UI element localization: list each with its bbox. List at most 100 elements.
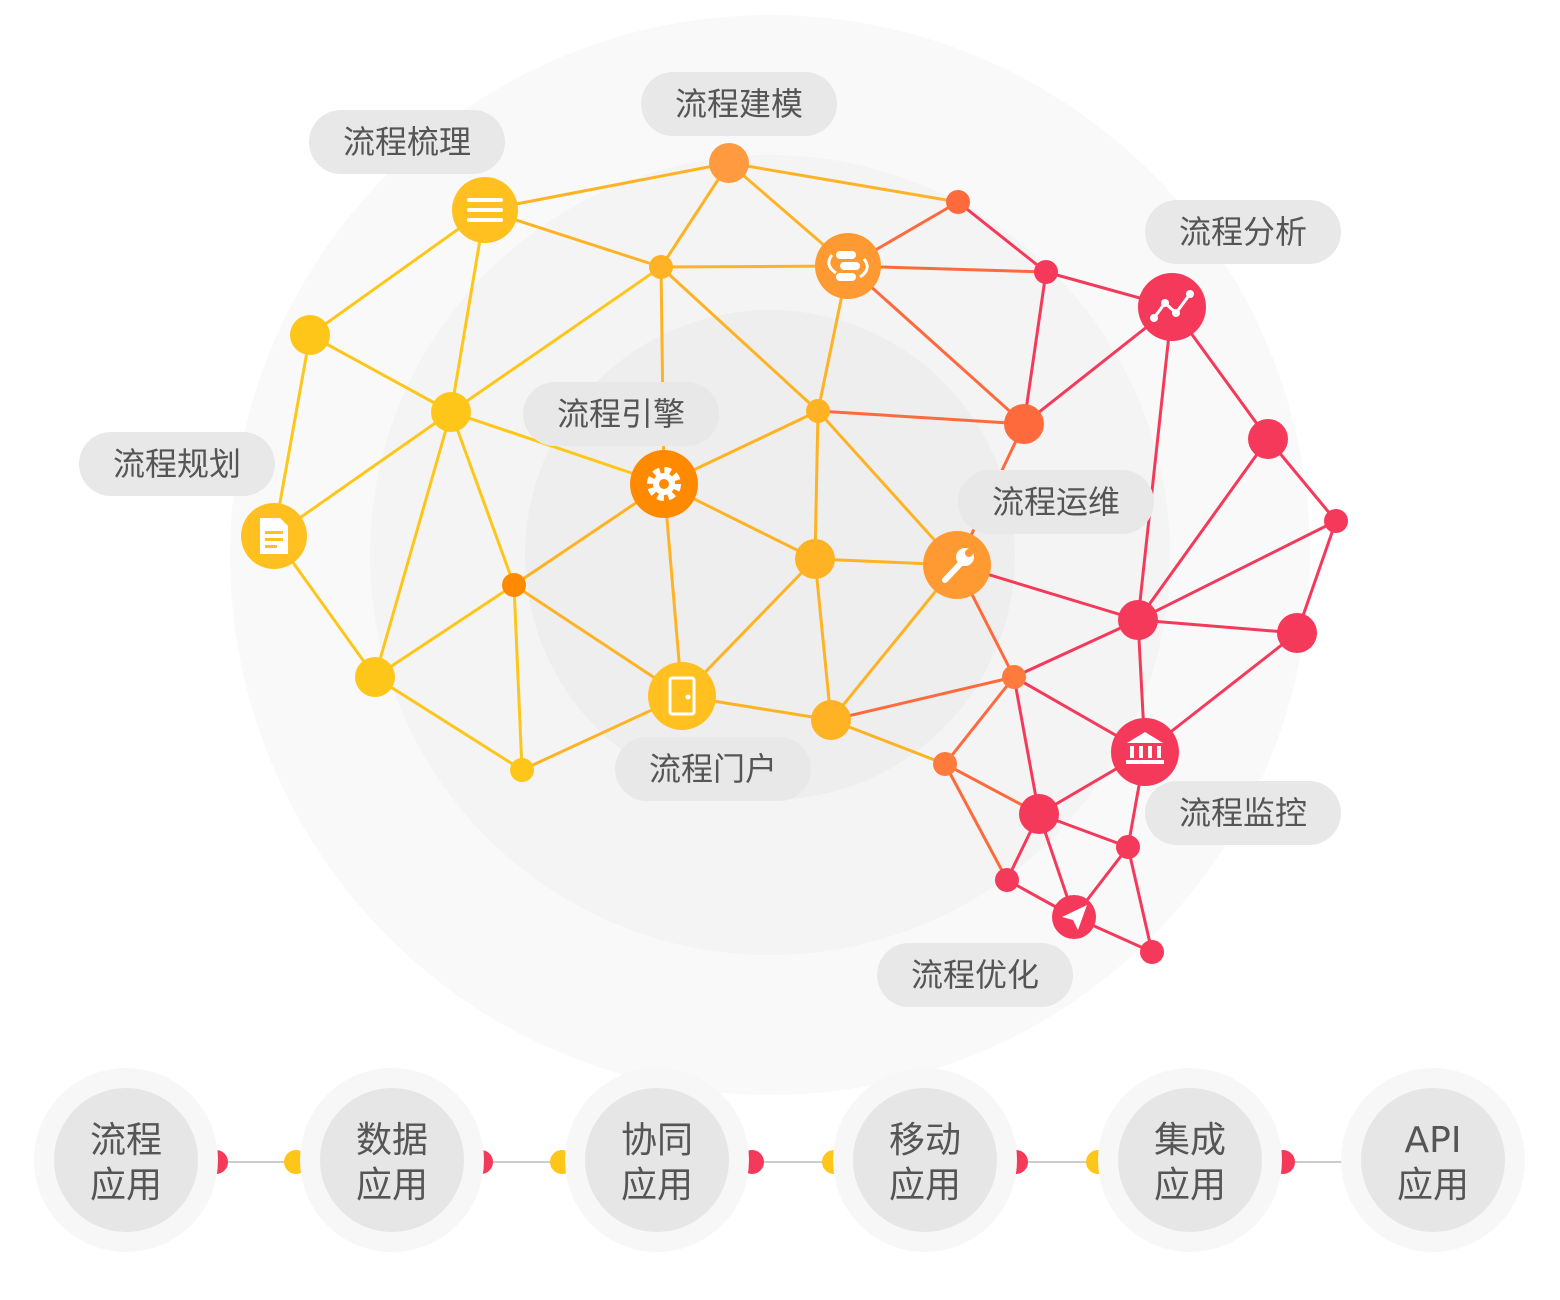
network-edge bbox=[817, 409, 1025, 426]
label-operations: 流程运维 bbox=[958, 470, 1154, 534]
trend-line-icon bbox=[1150, 290, 1194, 322]
label-analysis-text: 流程分析 bbox=[1179, 213, 1307, 251]
network-edge bbox=[659, 266, 666, 485]
network-edge bbox=[943, 763, 1009, 881]
network-edge bbox=[813, 410, 820, 560]
network-node bbox=[1004, 404, 1044, 444]
label-modeling: 流程建模 bbox=[641, 72, 837, 136]
app-process-line2: 应用 bbox=[90, 1165, 162, 1206]
optimization-node[interactable] bbox=[1052, 895, 1096, 939]
app-api-line2: 应用 bbox=[1397, 1165, 1469, 1206]
network-edge bbox=[309, 208, 486, 337]
engine-node[interactable] bbox=[630, 450, 698, 518]
network-edge bbox=[484, 161, 730, 212]
network-nodes bbox=[290, 143, 1348, 964]
monitoring-node[interactable] bbox=[1111, 718, 1179, 786]
label-engine-text: 流程引擎 bbox=[557, 395, 685, 433]
app-integration-line1: 集成 bbox=[1154, 1120, 1226, 1161]
app-api[interactable]: API 应用 bbox=[1341, 1068, 1525, 1252]
network-edge bbox=[659, 162, 731, 268]
network-edge bbox=[273, 410, 452, 538]
network-node bbox=[510, 758, 534, 782]
network-node bbox=[1002, 665, 1026, 689]
network-edge bbox=[374, 583, 515, 679]
network-node bbox=[795, 539, 835, 579]
network-edge bbox=[1126, 846, 1154, 953]
analysis-node[interactable] bbox=[1138, 273, 1206, 341]
modeling-node[interactable] bbox=[815, 233, 881, 299]
app-collab-line2: 应用 bbox=[621, 1165, 693, 1206]
app-integration-line2: 应用 bbox=[1154, 1165, 1226, 1206]
network-node bbox=[811, 700, 851, 740]
network-edge bbox=[1136, 438, 1270, 621]
apps-row: 流程 应用 数据 应用 协同 应用 移动 应用 集成 应用 bbox=[34, 1068, 1525, 1252]
network-node bbox=[1019, 794, 1059, 834]
app-collab-line1: 协同 bbox=[621, 1120, 693, 1161]
label-engine: 流程引擎 bbox=[523, 382, 719, 446]
app-data-line2: 应用 bbox=[356, 1165, 428, 1206]
network-edge bbox=[1137, 519, 1337, 622]
app-api-line1: API bbox=[1405, 1120, 1462, 1161]
network-edge bbox=[943, 676, 1016, 765]
network-edge bbox=[813, 558, 833, 721]
network-edge bbox=[816, 409, 959, 567]
network-node bbox=[806, 399, 830, 423]
label-portal-text: 流程门户 bbox=[649, 750, 777, 788]
app-mobile-line2: 应用 bbox=[889, 1165, 961, 1206]
label-operations-text: 流程运维 bbox=[992, 483, 1120, 521]
network-node bbox=[649, 255, 673, 279]
door-icon bbox=[668, 676, 696, 716]
network-edge bbox=[1137, 618, 1298, 635]
label-sorting: 流程梳理 bbox=[309, 110, 505, 174]
document-icon bbox=[260, 518, 288, 554]
network-edge bbox=[659, 265, 820, 413]
network-edge bbox=[1022, 271, 1048, 425]
network-node bbox=[1248, 419, 1288, 459]
app-process[interactable]: 流程 应用 bbox=[34, 1068, 218, 1252]
network-node bbox=[1116, 835, 1140, 859]
network-edge bbox=[1013, 618, 1139, 679]
network-node bbox=[709, 143, 749, 183]
app-data-line1: 数据 bbox=[356, 1120, 428, 1161]
network-edge bbox=[1136, 306, 1174, 621]
network-edge bbox=[830, 675, 1015, 722]
app-process-line1: 流程 bbox=[90, 1120, 162, 1161]
label-portal: 流程门户 bbox=[615, 737, 811, 801]
operations-node[interactable] bbox=[923, 531, 991, 599]
network-edge bbox=[847, 264, 1047, 274]
label-monitoring: 流程监控 bbox=[1145, 781, 1341, 845]
network-edge bbox=[728, 161, 959, 204]
label-optimization: 流程优化 bbox=[877, 943, 1073, 1007]
app-mobile-line1: 移动 bbox=[889, 1120, 961, 1161]
app-data[interactable]: 数据 应用 bbox=[300, 1068, 484, 1252]
portal-node[interactable] bbox=[648, 662, 716, 730]
wrench-icon bbox=[942, 548, 974, 583]
network-node bbox=[946, 190, 970, 214]
network-node bbox=[1118, 600, 1158, 640]
network-edge bbox=[957, 200, 1047, 274]
network-node bbox=[355, 657, 395, 697]
label-monitoring-text: 流程监控 bbox=[1179, 794, 1307, 832]
label-sorting-text: 流程梳理 bbox=[343, 123, 471, 161]
app-integration[interactable]: 集成 应用 bbox=[1098, 1068, 1282, 1252]
list-icon bbox=[467, 198, 503, 222]
network-edge bbox=[662, 483, 684, 697]
label-planning: 流程规划 bbox=[79, 432, 275, 496]
label-analysis: 流程分析 bbox=[1145, 200, 1341, 264]
network-edge bbox=[846, 264, 1026, 426]
network-edge bbox=[830, 718, 946, 766]
network-edge bbox=[450, 265, 662, 414]
planning-node[interactable] bbox=[241, 503, 307, 569]
label-planning-text: 流程规划 bbox=[113, 445, 241, 483]
app-collab[interactable]: 协同 应用 bbox=[565, 1068, 749, 1252]
sorting-node[interactable] bbox=[452, 177, 518, 243]
app-mobile[interactable]: 移动 应用 bbox=[833, 1068, 1017, 1252]
network-node bbox=[431, 392, 471, 432]
paper-plane-icon bbox=[1062, 905, 1087, 930]
network-edge bbox=[450, 410, 665, 486]
gear-icon bbox=[647, 467, 681, 501]
network-edge bbox=[309, 333, 452, 414]
network-node bbox=[290, 315, 330, 355]
network-node bbox=[502, 573, 526, 597]
